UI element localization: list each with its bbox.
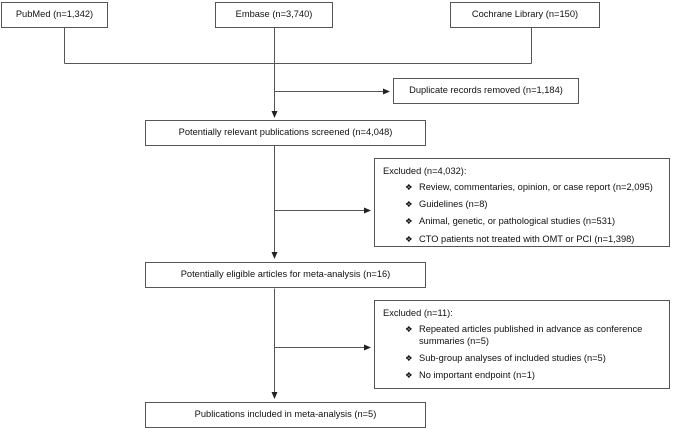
excluded-eligibility-reason-text: No important endpoint (n=1): [419, 370, 536, 381]
node-duplicates-removed-label: Duplicate records removed (n=1,184): [409, 85, 563, 96]
excluded-screening-reason-text: Animal, genetic, or pathological studies…: [419, 216, 616, 227]
node-duplicates-removed: Duplicate records removed (n=1,184): [393, 78, 579, 104]
excluded-screening-heading: Excluded (n=4,032):: [383, 166, 467, 176]
excluded-eligibility-reason-list: ❖ Repeated articles published in advance…: [383, 324, 663, 383]
excluded-screening-reason-item: ❖ CTO patients not treated with OMT or P…: [405, 234, 663, 246]
node-source-embase-label: Embase (n=3,740): [235, 9, 313, 20]
node-eligible-label: Potentially eligible articles for meta-a…: [180, 269, 391, 280]
node-screened: Potentially relevant publications screen…: [145, 120, 426, 146]
node-source-pubmed-label: PubMed (n=1,342): [15, 9, 94, 20]
diamond-bullet-icon: ❖: [405, 216, 413, 227]
node-included-label: Publications included in meta-analysis (…: [194, 409, 377, 420]
excluded-screening-reason-item: ❖ Review, commentaries, opinion, or case…: [405, 182, 663, 194]
node-included: Publications included in meta-analysis (…: [145, 402, 426, 428]
diamond-bullet-icon: ❖: [405, 233, 413, 244]
node-source-cochrane: Cochrane Library (n=150): [450, 2, 600, 28]
node-source-pubmed: PubMed (n=1,342): [1, 2, 108, 28]
node-excluded-screening: Excluded (n=4,032): ❖ Review, commentari…: [374, 158, 670, 247]
diamond-bullet-icon: ❖: [405, 181, 413, 192]
excluded-eligibility-reason-item: ❖ No important endpoint (n=1): [405, 370, 663, 382]
excluded-eligibility-reason-item: ❖ Repeated articles published in advance…: [405, 324, 663, 348]
excluded-eligibility-reason-item: ❖ Sub-group analyses of included studies…: [405, 353, 663, 365]
node-eligible: Potentially eligible articles for meta-a…: [145, 262, 426, 288]
diamond-bullet-icon: ❖: [405, 352, 413, 363]
excluded-eligibility-reason-text: Sub-group analyses of included studies (…: [419, 352, 606, 363]
node-source-cochrane-label: Cochrane Library (n=150): [471, 9, 579, 20]
excluded-eligibility-reason-text: Repeated articles published in advance a…: [419, 323, 643, 346]
node-screened-label: Potentially relevant publications screen…: [178, 127, 393, 138]
excluded-screening-reason-text: CTO patients not treated with OMT or PCI…: [419, 233, 635, 244]
diamond-bullet-icon: ❖: [405, 199, 413, 209]
node-source-embase: Embase (n=3,740): [215, 2, 333, 28]
excluded-screening-reason-text: Guidelines (n=8): [419, 199, 488, 209]
excluded-screening-reason-item: ❖ Guidelines (n=8): [405, 199, 663, 211]
excluded-screening-reason-item: ❖ Animal, genetic, or pathological studi…: [405, 216, 663, 228]
excluded-eligibility-heading: Excluded (n=11):: [383, 308, 453, 318]
diamond-bullet-icon: ❖: [405, 323, 413, 334]
node-excluded-eligibility: Excluded (n=11): ❖ Repeated articles pub…: [374, 300, 670, 389]
excluded-screening-reason-list: ❖ Review, commentaries, opinion, or case…: [383, 182, 663, 246]
excluded-screening-reason-text: Review, commentaries, opinion, or case r…: [419, 181, 653, 192]
diamond-bullet-icon: ❖: [405, 370, 413, 381]
